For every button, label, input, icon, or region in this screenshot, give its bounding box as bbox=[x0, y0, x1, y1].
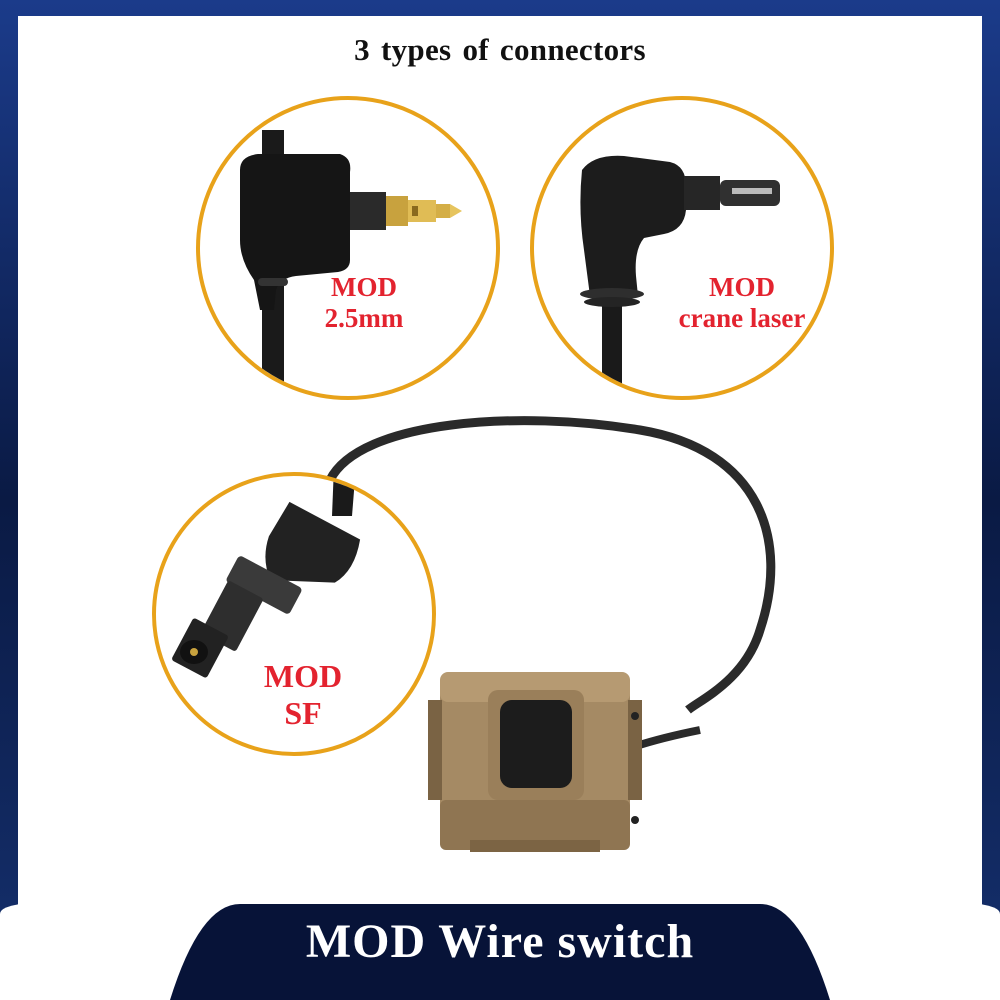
label-line1: MOD bbox=[331, 272, 397, 302]
banner-title: MOD Wire switch bbox=[305, 915, 695, 968]
connector-circle-2-5mm: MOD 2.5mm bbox=[196, 96, 500, 400]
jack-2-5mm-photo bbox=[240, 130, 462, 396]
crane-laser-plug-photo bbox=[580, 155, 780, 396]
label-mod-crane-laser: MOD crane laser bbox=[642, 272, 830, 334]
connector-circle-sf: MOD SF bbox=[152, 472, 436, 756]
label-line1: MOD bbox=[709, 272, 775, 302]
page-title: 3 types of connectors bbox=[354, 32, 646, 67]
sf-plug-photo bbox=[172, 476, 361, 678]
label-mod-2-5mm: MOD 2.5mm bbox=[304, 272, 424, 334]
label-line2: 2.5mm bbox=[324, 303, 404, 334]
label-mod-sf: MOD SF bbox=[248, 658, 358, 732]
connector-circle-crane-laser: MOD crane laser bbox=[530, 96, 834, 400]
label-line1: MOD bbox=[263, 658, 343, 694]
label-line2: crane laser bbox=[678, 303, 806, 334]
bottom-banner bbox=[0, 902, 1000, 1000]
label-line2: SF bbox=[284, 694, 322, 731]
